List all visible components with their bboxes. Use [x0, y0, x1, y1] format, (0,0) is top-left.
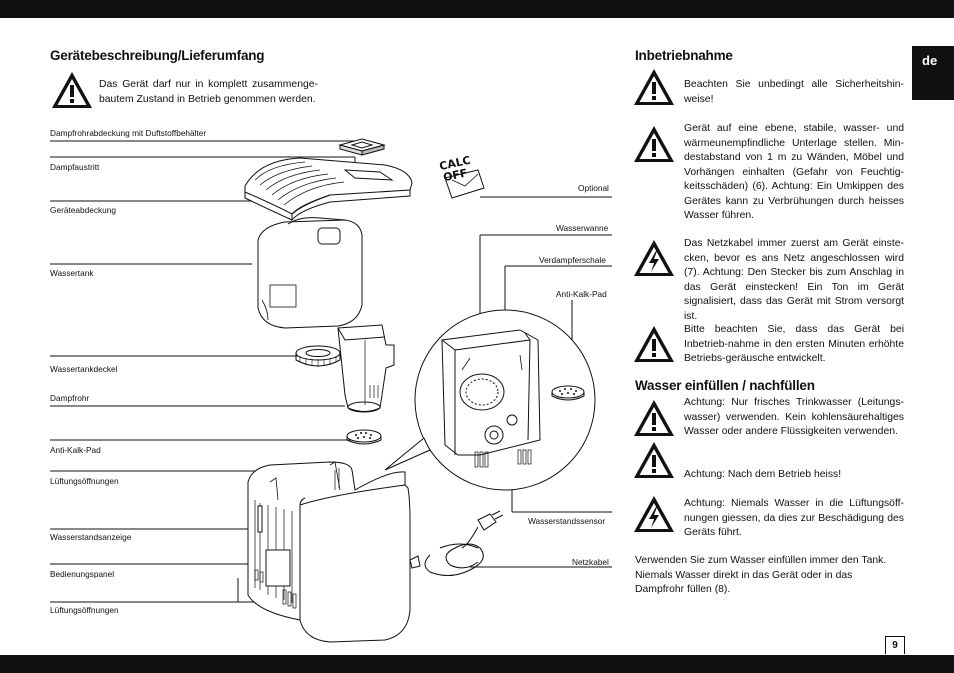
label-anti-calc-pad-right: Anti-Kalk-Pad: [556, 289, 607, 299]
warning-lightning-icon: [634, 240, 674, 276]
label-evaporator-bowl: Verdampferschale: [539, 255, 606, 265]
language-tab: de: [912, 46, 954, 100]
heading-commissioning: Inbetriebnahme: [635, 48, 733, 63]
heading-fill-water: Wasser einfüllen / nachfüllen: [635, 378, 815, 393]
intro-warning-text: Das Gerät darf nur in komplett zusammeng…: [99, 79, 318, 105]
commissioning-item-2: Gerät auf eine ebene, stabile, wasser- u…: [684, 123, 904, 221]
fill-closing-text: Verwenden Sie zum Wasser einfüllen immer…: [635, 555, 887, 595]
warning-exclamation-icon: [634, 326, 674, 362]
fill-item-3: Achtung: Niemals Wasser in die Lüftungsö…: [684, 498, 904, 538]
warning-exclamation-icon: [634, 69, 674, 105]
heading-description: Gerätebeschreibung/Lieferumfang: [50, 48, 265, 63]
warning-lightning-icon: [634, 496, 674, 532]
label-water-level-indicator: Wasserstandsanzeige: [50, 532, 132, 542]
label-steam-tube: Dampfrohr: [50, 393, 90, 403]
label-water-basin: Wasserwanne: [556, 223, 609, 233]
label-water-level-sensor: Wasserstandssensor: [528, 516, 606, 526]
warning-exclamation-icon: [52, 72, 92, 108]
commissioning-item-3: Das Netzkabel immer zuerst am Gerät eins…: [684, 238, 904, 322]
fill-item-1: Achtung: Nur frisches Trinkwasser (Leitu…: [684, 397, 904, 437]
bottom-bar: [0, 655, 954, 673]
commissioning-item-4: Bitte beachten Sie, dass das Gerät bei I…: [684, 324, 904, 364]
label-optional: Optional: [578, 183, 609, 193]
label-anti-calc-pad-left: Anti-Kalk-Pad: [50, 445, 101, 455]
page-number: 9: [885, 636, 905, 654]
commissioning-item-1: Beachten Sie unbedingt alle Sicherheitsh…: [684, 79, 904, 105]
label-tank-lid: Wassertankdeckel: [50, 364, 118, 374]
label-steam-outlet: Dampfaustritt: [50, 162, 100, 172]
warning-exclamation-icon: [634, 400, 674, 436]
fill-item-2: Achtung: Nach dem Betrieb heiss!: [684, 469, 842, 480]
top-bar: [0, 0, 954, 18]
label-power-cord: Netzkabel: [572, 557, 609, 567]
warning-exclamation-icon: [634, 126, 674, 162]
label-control-panel: Bedienungspanel: [50, 569, 115, 579]
label-water-tank: Wassertank: [50, 268, 94, 278]
warning-exclamation-icon: [634, 442, 674, 478]
calc-text: CALC: [438, 154, 472, 173]
label-vents-bottom: Lüftungsöffnungen: [50, 605, 119, 615]
off-text: OFF: [442, 166, 469, 184]
label-device-cover: Geräteabdeckung: [50, 205, 116, 215]
label-vents-top: Lüftungsöffnungen: [50, 476, 119, 486]
label-steam-tube-cover: Dampfrohrabdeckung mit Duftstoffbehälter: [50, 128, 207, 138]
